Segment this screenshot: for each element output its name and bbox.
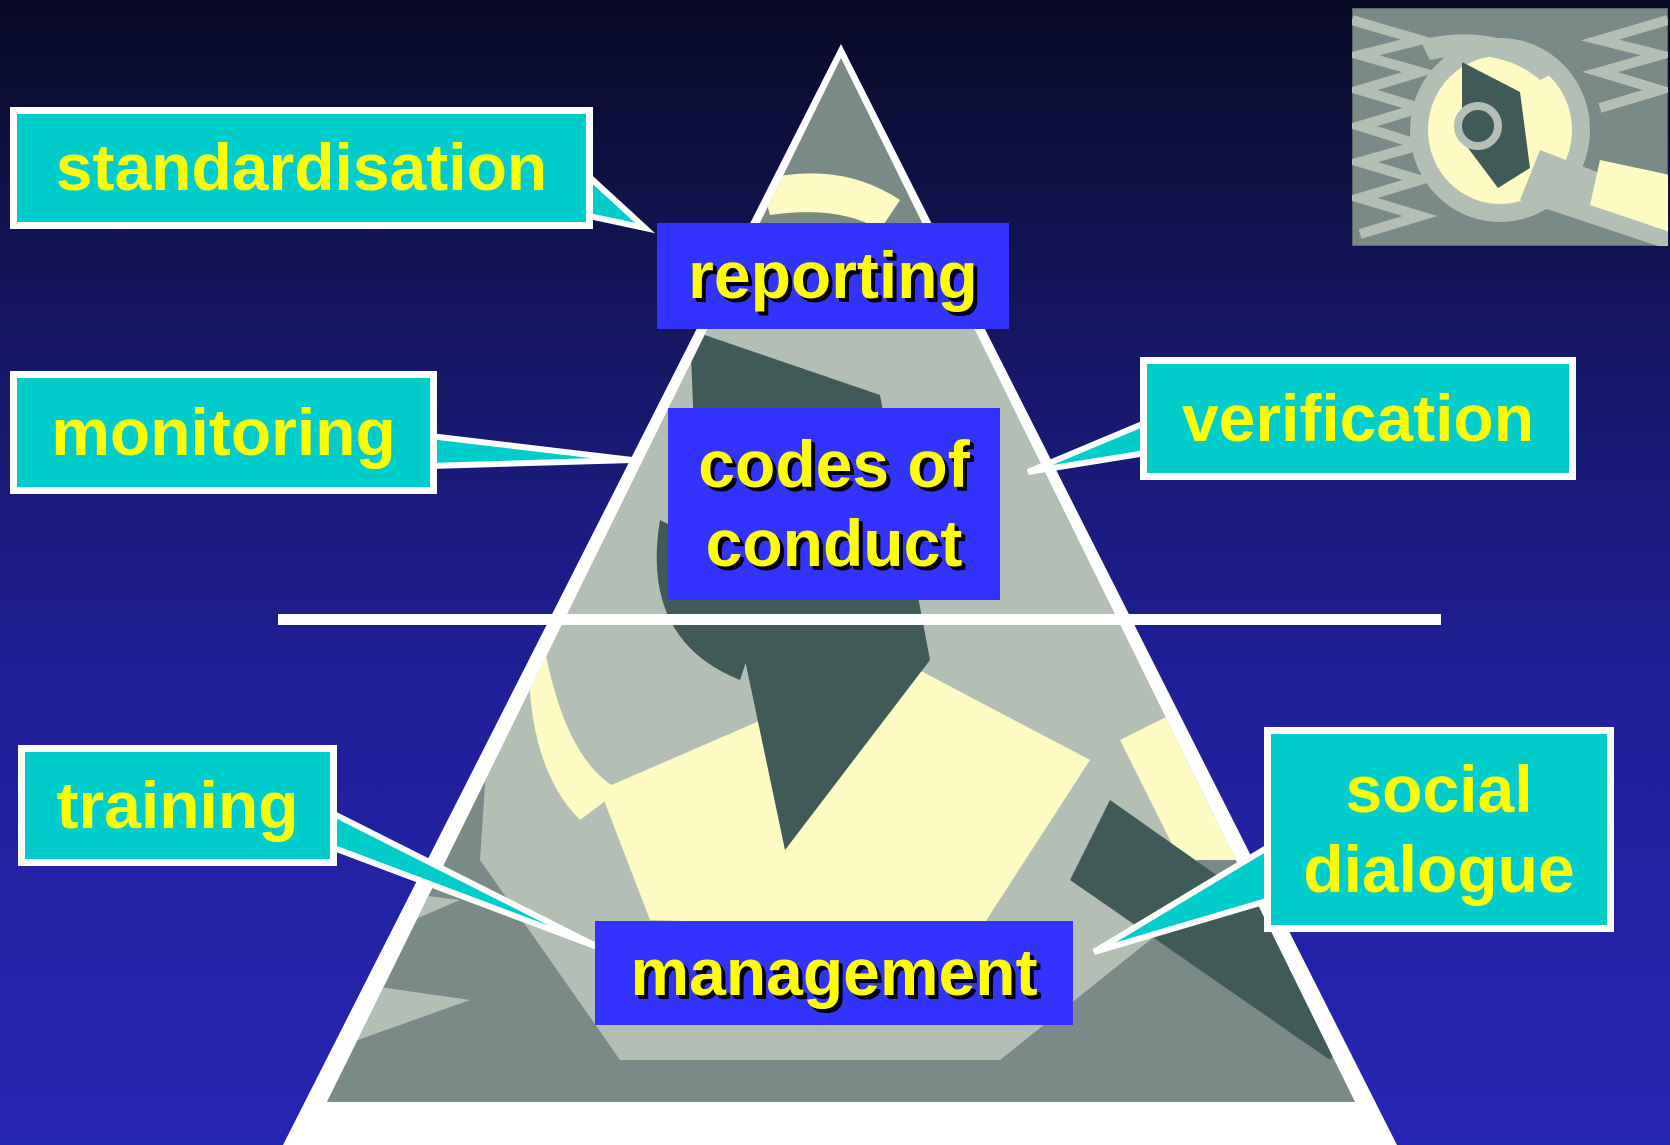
tier-management: management [595,921,1073,1025]
pointer-monitoring [427,432,633,470]
pointer-verification [1026,415,1155,475]
callout-verification: verification [1140,357,1576,480]
callout-standardisation: standardisation [10,107,593,229]
tier-reporting: reporting [657,223,1009,329]
tier-codes-of-conduct: codes of conduct [668,408,1000,600]
pointer-standardisation [580,164,656,234]
wrench-icon [1352,8,1668,246]
callout-monitoring: monitoring [10,371,437,494]
callout-pointers [331,164,1273,955]
callout-training: training [18,745,337,866]
divider-line [278,614,1441,625]
callout-social-dialogue: social dialogue [1264,727,1614,932]
